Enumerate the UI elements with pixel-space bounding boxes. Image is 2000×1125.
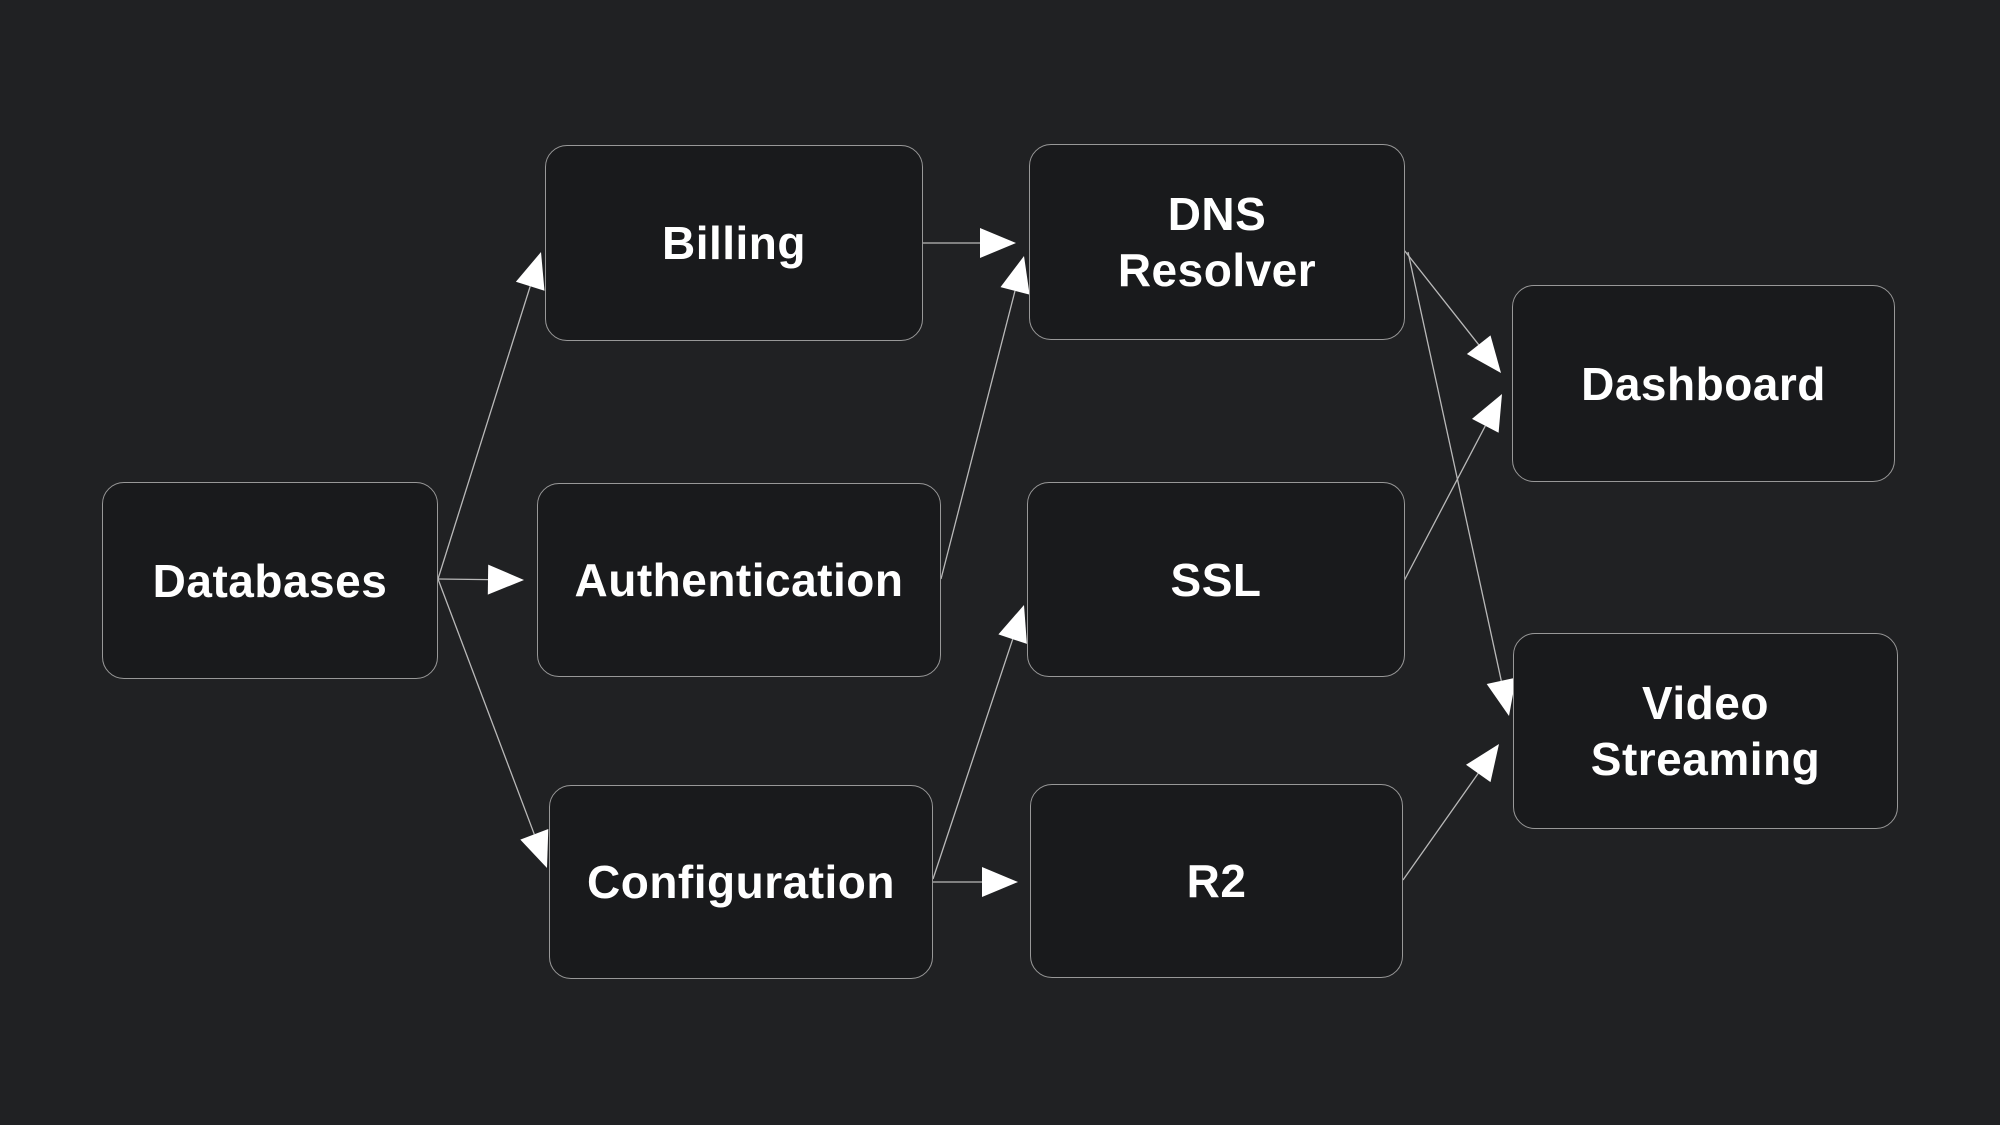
node-label: Configuration — [587, 856, 895, 908]
node-label: Authentication — [574, 554, 904, 606]
node-label: Video — [1642, 677, 1769, 729]
node-dashboard: Dashboard — [1512, 285, 1895, 482]
node-authentication: Authentication — [537, 483, 941, 677]
edge-configuration-r2 — [933, 867, 1018, 897]
arrowhead-icon — [520, 829, 549, 868]
arrowhead-icon — [1000, 256, 1030, 295]
edge-r2-video-streaming — [1402, 744, 1499, 881]
arrowhead-icon — [1472, 394, 1502, 433]
arrowhead-icon — [980, 228, 1016, 258]
node-r2: R2 — [1030, 784, 1403, 978]
node-label: Databases — [152, 554, 388, 607]
edge-databases-billing — [437, 252, 545, 580]
node-label: Streaming — [1590, 733, 1821, 785]
edge-dns-resolver-dashboard — [1403, 249, 1501, 373]
node-configuration: Configuration — [549, 785, 933, 979]
arrowhead-icon — [487, 564, 524, 595]
edge-billing-dns-resolver — [923, 228, 1016, 258]
node-label: Resolver — [1117, 244, 1317, 296]
node-label: R2 — [1186, 855, 1247, 907]
node-label: DNS — [1167, 188, 1267, 240]
edge-dns-resolver-video-streaming — [1407, 251, 1516, 716]
node-ssl: SSL — [1027, 482, 1405, 677]
arrowhead-icon — [982, 867, 1018, 897]
node-billing: Billing — [545, 145, 923, 341]
arrowhead-icon — [1466, 744, 1499, 783]
node-databases: Databases — [102, 482, 438, 679]
edge-databases-authentication — [437, 564, 524, 595]
node-label: Billing — [661, 217, 807, 269]
arrowhead-icon — [998, 605, 1027, 644]
arrowhead-icon — [1466, 335, 1501, 373]
edge-databases-configuration — [437, 578, 549, 868]
edge-authentication-dns-resolver — [940, 256, 1030, 580]
node-label: Dashboard — [1581, 357, 1826, 410]
arrowhead-icon — [515, 252, 545, 291]
node-label: SSL — [1170, 553, 1262, 606]
edge-configuration-ssl — [932, 605, 1027, 880]
arrowhead-icon — [1486, 677, 1516, 716]
edge-ssl-dashboard — [1403, 394, 1502, 582]
